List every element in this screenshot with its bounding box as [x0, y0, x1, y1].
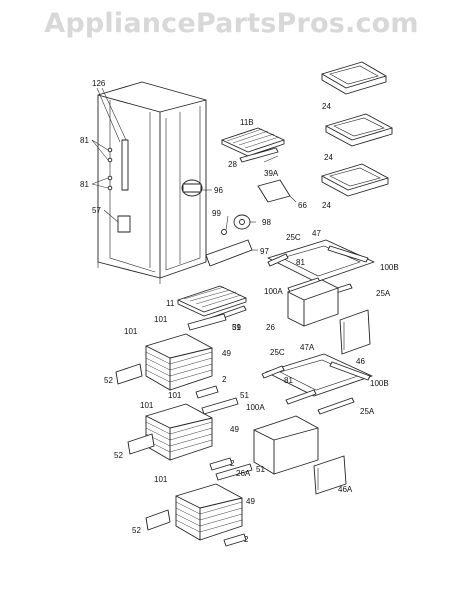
part-2-b [209, 457, 233, 471]
label-49: 49 [222, 349, 231, 358]
wire-basket-49-c [175, 483, 243, 541]
crisper-front-46A [313, 455, 347, 495]
part-52-c [145, 509, 171, 531]
label-25C: 25C [286, 233, 301, 242]
label-49: 49 [246, 497, 255, 506]
label-47: 47 [312, 229, 321, 238]
part-100A-lower [285, 389, 317, 405]
watermark: AppliancePartsPros.com [44, 8, 419, 39]
refrigerator-cabinet [97, 81, 207, 284]
label-39: 39 [232, 323, 241, 332]
part-126 [121, 139, 129, 191]
label-100A: 100A [246, 403, 265, 412]
part-2-c [223, 533, 247, 547]
part-11-shelf [177, 285, 247, 317]
label-47A: 47A [300, 343, 315, 352]
crisper-cover-47 [267, 239, 375, 283]
crisper-drawer-26 [287, 279, 339, 327]
label-46A: 46A [338, 485, 353, 494]
part-100B [327, 245, 369, 263]
glass-shelf-24-b [325, 113, 393, 147]
label-66: 66 [298, 201, 307, 210]
label-51: 51 [256, 465, 265, 474]
label-49: 49 [230, 425, 239, 434]
part-39A [239, 147, 279, 163]
label-98: 98 [262, 218, 271, 227]
crisper-drawer-26A [253, 415, 319, 475]
part-66 [257, 179, 291, 203]
label-101: 101 [168, 391, 182, 400]
leader-lines [91, 87, 297, 251]
part-81-screw [107, 147, 113, 153]
label-26A: 26A [236, 469, 251, 478]
callout-labels: 126 81 81 57 11B 28 39A 96 66 99 98 97 1… [80, 79, 399, 544]
part-25C-lower [261, 365, 285, 379]
label-81: 81 [296, 258, 305, 267]
label-51: 51 [240, 391, 249, 400]
part-57 [117, 215, 131, 233]
part-81-screw [107, 185, 113, 191]
label-81: 81 [80, 180, 89, 189]
label-100B: 100B [370, 379, 389, 388]
part-81-screw [107, 157, 113, 163]
label-52: 52 [132, 526, 141, 535]
label-25A: 25A [360, 407, 375, 416]
part-51-b [201, 397, 239, 415]
label-100A: 100A [264, 287, 283, 296]
part-52-b [127, 433, 155, 455]
part-96 [181, 179, 203, 197]
label-100B: 100B [380, 263, 399, 272]
part-99 [221, 229, 227, 235]
label-126: 126 [92, 79, 106, 88]
glass-shelf-24-a [321, 61, 387, 95]
label-25C: 25C [270, 348, 285, 357]
label-81: 81 [284, 376, 293, 385]
label-25A: 25A [376, 289, 391, 298]
part-100B-lower [329, 361, 371, 381]
label-2: 2 [244, 535, 249, 544]
crisper-front-46 [339, 309, 371, 355]
part-98 [233, 214, 251, 230]
label-81: 81 [80, 136, 89, 145]
part-52-a [115, 363, 143, 385]
label-101: 101 [140, 401, 154, 410]
label-24: 24 [322, 102, 331, 111]
label-97: 97 [260, 247, 269, 256]
part-97 [205, 239, 253, 267]
label-26: 26 [266, 323, 275, 332]
part-25A-lower [317, 397, 355, 415]
label-51: 51 [232, 323, 241, 332]
wire-basket-49-a [145, 333, 213, 391]
glass-shelf-24-c [321, 163, 389, 197]
label-24: 24 [322, 201, 331, 210]
label-101: 101 [124, 327, 138, 336]
label-24: 24 [324, 153, 333, 162]
label-52: 52 [114, 451, 123, 460]
part-2-a [195, 385, 219, 399]
part-81-screw [107, 175, 113, 181]
part-51-c [215, 463, 253, 481]
label-99: 99 [212, 209, 221, 218]
wire-basket-49-b [145, 403, 213, 461]
label-2: 2 [222, 375, 227, 384]
label-2: 2 [230, 459, 235, 468]
label-46: 46 [356, 357, 365, 366]
label-101: 101 [154, 475, 168, 484]
label-11B: 11B [240, 118, 254, 127]
label-28: 28 [228, 160, 237, 169]
label-52: 52 [104, 376, 113, 385]
label-11: 11 [166, 299, 175, 308]
label-101: 101 [154, 315, 168, 324]
label-57: 57 [92, 206, 101, 215]
label-96: 96 [214, 186, 223, 195]
part-51-a [187, 313, 227, 331]
part-25C [267, 253, 289, 267]
label-39A: 39A [264, 169, 279, 178]
